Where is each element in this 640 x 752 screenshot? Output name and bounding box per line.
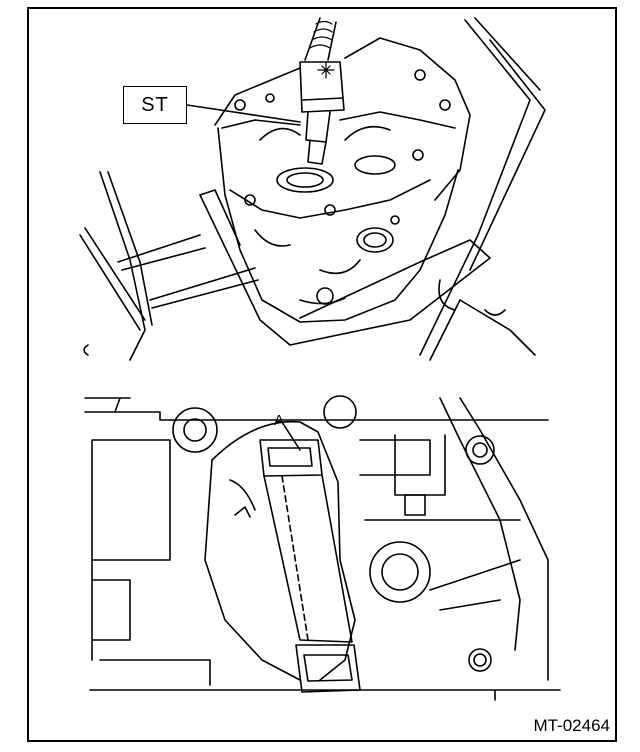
figure-code: MT-02464 <box>533 716 610 735</box>
case-section-illustration <box>84 395 561 701</box>
special-tool <box>299 17 345 165</box>
special-tool-label: ST <box>123 86 187 124</box>
gearbox-housing <box>214 37 471 323</box>
support-stand <box>79 17 546 361</box>
callout-a-label: A <box>274 412 285 429</box>
tool-a <box>259 421 361 693</box>
transmission-case-illustration <box>79 17 546 361</box>
special-tool-label-text: ST <box>141 93 169 116</box>
st-leader-line <box>186 104 301 123</box>
